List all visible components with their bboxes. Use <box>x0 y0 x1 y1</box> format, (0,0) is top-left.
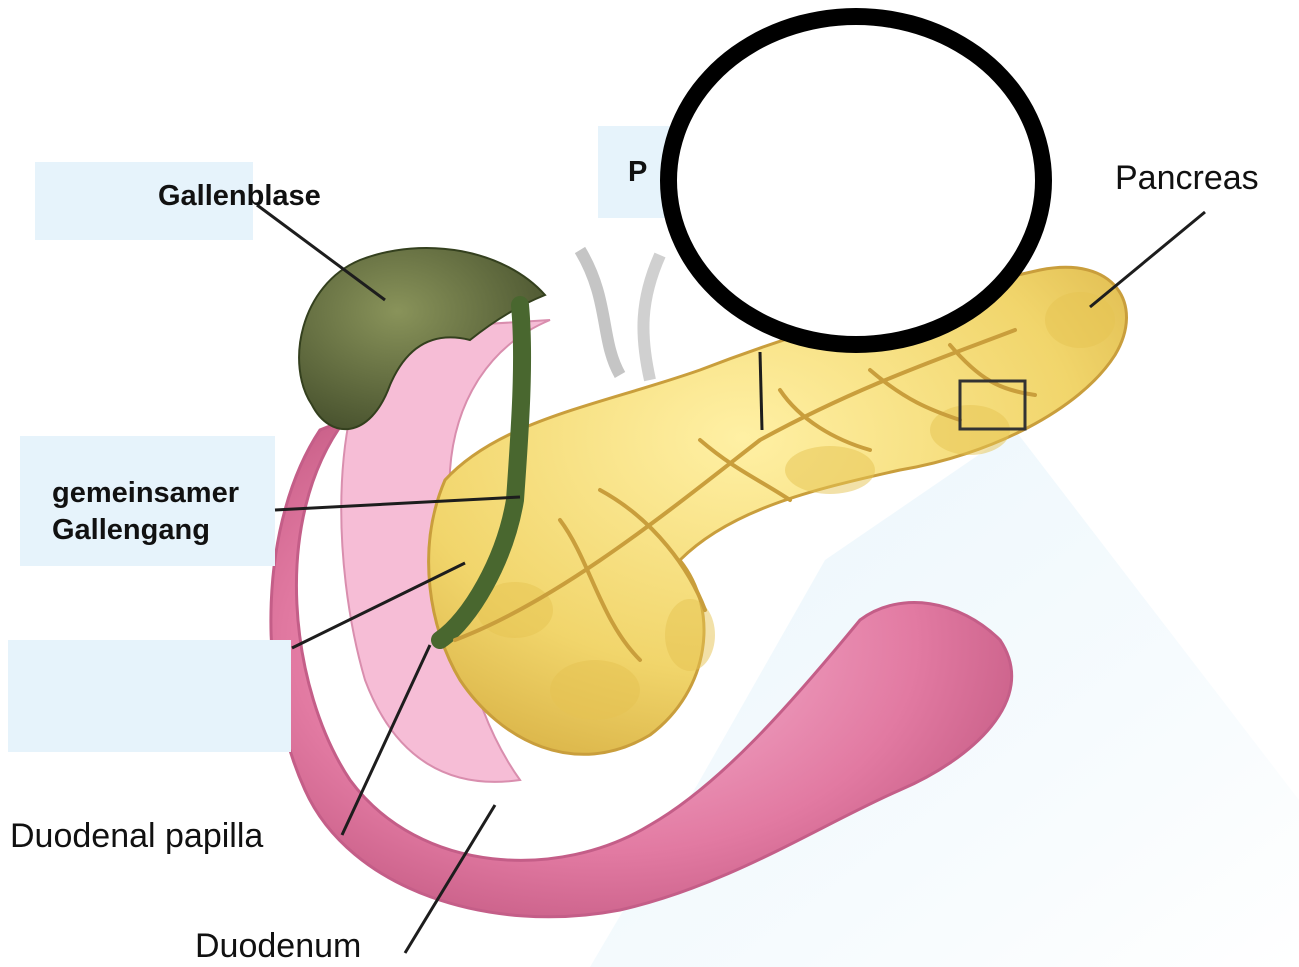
partial-hidden-label: P <box>628 157 647 189</box>
blank-label-box <box>8 640 291 752</box>
duodenal-papilla-label: Duodenal papilla <box>10 818 263 855</box>
vessel-right <box>643 255 660 380</box>
common-bile-duct-label-line1: gemeinsamer <box>52 478 239 510</box>
gallbladder-label: Gallenblase <box>158 181 321 213</box>
vessel-left <box>580 250 620 375</box>
pancreas-label: Pancreas <box>1115 160 1259 197</box>
duodenum-label: Duodenum <box>195 928 361 965</box>
common-bile-duct-label-line2: Gallengang <box>52 515 210 547</box>
masking-circle <box>660 8 1052 353</box>
